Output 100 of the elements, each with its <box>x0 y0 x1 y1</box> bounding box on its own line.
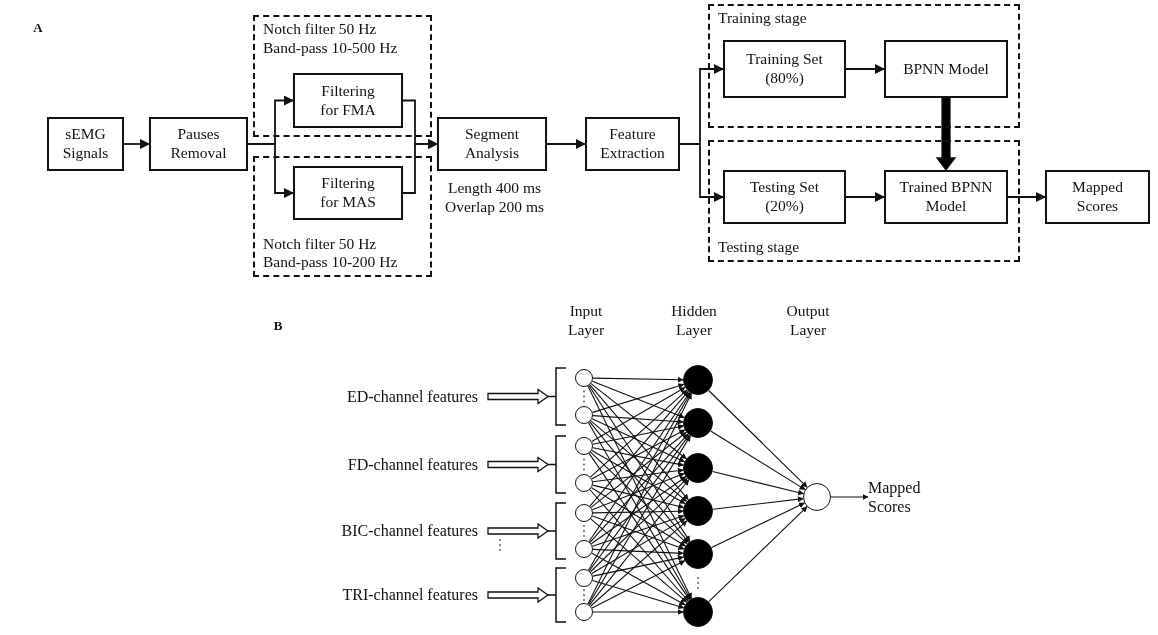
neuron-dot <box>683 597 713 627</box>
neuron-circle <box>575 540 593 558</box>
arrow <box>402 139 438 194</box>
stage-frame <box>708 4 1020 128</box>
arrow <box>591 552 686 606</box>
arrow <box>590 431 687 508</box>
bracket <box>548 502 566 560</box>
layer-label: Output Layer <box>785 302 831 340</box>
process-box <box>884 170 1008 224</box>
block-arrow <box>487 456 550 473</box>
process-box <box>723 170 846 224</box>
node-text: Notch filter 50 Hz <box>263 234 378 254</box>
node-text: Band-pass 10-500 Hz <box>263 38 399 58</box>
neuron-dot <box>683 496 713 526</box>
neuron-circle <box>575 369 593 387</box>
node-text: Mapped Scores <box>1071 178 1124 216</box>
arrow <box>708 506 808 603</box>
layer-label: Hidden Layer <box>670 302 718 340</box>
arrow <box>592 424 684 445</box>
node-text: BPNN Model <box>903 59 989 79</box>
neuron-circle <box>575 504 593 522</box>
arrow <box>590 389 688 478</box>
stage-frame <box>253 156 432 277</box>
node-text: Training Set (80%) <box>745 50 824 88</box>
arrow <box>247 143 294 198</box>
arrow <box>591 418 685 463</box>
process-box <box>293 166 403 220</box>
node-text: Notch filter 50 Hz <box>263 20 378 39</box>
node-text: Testing stage <box>718 238 801 257</box>
stage-frame <box>708 140 1020 262</box>
arrow <box>592 508 684 515</box>
bracket <box>548 435 566 494</box>
neuron-circle <box>575 437 593 455</box>
node-text: Filtering for FMA <box>319 81 377 120</box>
node-text: Testing Set (20%) <box>748 178 821 216</box>
arrow <box>591 518 686 574</box>
neuron-circle <box>575 603 593 621</box>
text-label: FD-channel features <box>347 454 478 475</box>
arrow <box>592 548 684 557</box>
arrow <box>592 467 684 483</box>
neuron-dot <box>683 408 713 438</box>
block-arrow <box>935 97 957 172</box>
neuron-circle <box>575 474 593 492</box>
segment-note: Overlap 200 ms <box>445 197 544 217</box>
arrow <box>591 380 685 419</box>
arrow <box>679 143 724 202</box>
text-label: ED-channel features <box>346 386 478 407</box>
process-box <box>884 40 1008 98</box>
arrow <box>710 430 806 491</box>
arrow <box>588 434 690 572</box>
layer-label: Input Layer <box>566 302 606 340</box>
node-text: Segment Analysis <box>463 125 521 163</box>
arrow <box>1007 192 1046 202</box>
node-text: Band-pass 10-200 Hz <box>263 253 399 272</box>
bracket <box>548 367 566 426</box>
arrow <box>590 420 688 502</box>
arrow <box>546 139 586 149</box>
process-box <box>437 117 547 171</box>
stage-frame <box>253 15 432 137</box>
arrow <box>592 376 684 383</box>
arrow <box>591 429 686 480</box>
arrow <box>591 472 685 511</box>
neuron-dot <box>683 453 713 483</box>
node-text: Filtering for MAS <box>319 174 377 212</box>
neuron-circle <box>575 569 593 587</box>
arrow <box>591 487 686 547</box>
panel-letter: B <box>272 318 284 334</box>
arrow <box>712 496 804 510</box>
arrow <box>590 476 687 545</box>
text-label: BIC-channel features <box>341 521 478 541</box>
arrow <box>592 609 684 615</box>
arrow <box>591 386 686 443</box>
arrow <box>592 415 684 425</box>
process-box <box>585 117 680 171</box>
arrow <box>845 192 885 202</box>
neuron-dot <box>683 539 713 569</box>
block-arrow <box>487 522 550 540</box>
neuron-dot <box>683 365 713 395</box>
node-text: sEMG Signals <box>61 125 110 163</box>
arrow <box>845 64 885 74</box>
node-text: Training stage <box>718 9 808 28</box>
process-box <box>47 117 124 171</box>
arrow <box>591 560 686 609</box>
neuron-circle <box>803 483 831 511</box>
process-box <box>293 73 403 128</box>
text-label: Mapped Scores <box>868 477 922 517</box>
arrow <box>589 477 688 573</box>
node-text: Feature Extraction <box>599 125 666 163</box>
arrow <box>590 383 687 460</box>
arrow <box>592 447 684 468</box>
text-label: TRI-channel features <box>342 585 478 605</box>
block-arrow <box>487 388 550 405</box>
process-box <box>723 40 846 98</box>
node-text: Pauses Removal <box>169 125 228 163</box>
arrow <box>712 471 804 496</box>
process-box <box>149 117 248 171</box>
arrow <box>708 389 808 488</box>
arrow <box>592 555 684 577</box>
arrow <box>123 139 150 149</box>
panel-letter: A <box>32 20 44 36</box>
